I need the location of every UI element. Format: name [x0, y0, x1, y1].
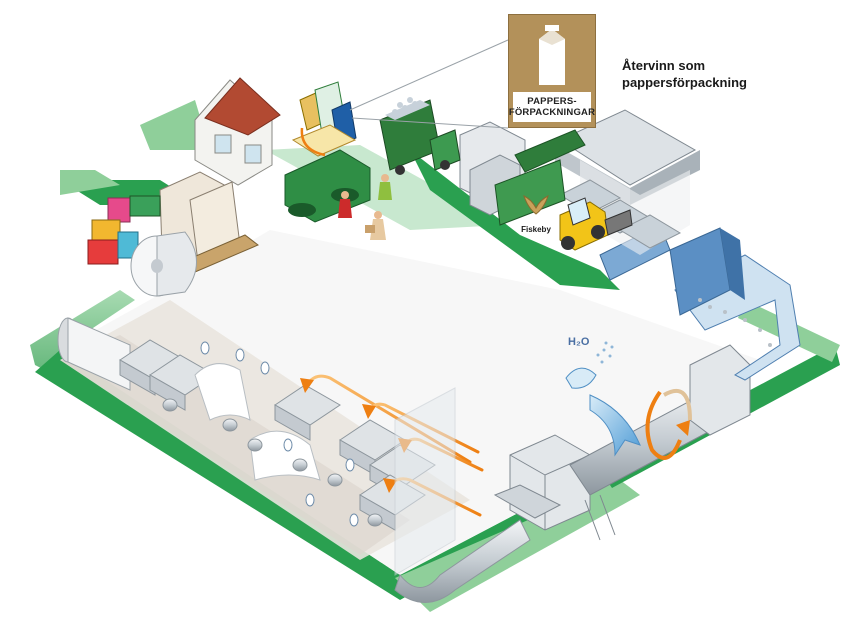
caption-line-2: pappersförpackning	[622, 75, 747, 90]
factory-floor	[60, 230, 760, 575]
callout-line-2	[351, 117, 509, 129]
water-drop-icon	[565, 341, 641, 457]
carton-icon	[539, 25, 565, 85]
recycle-caption: Återvinn som pappersförpackning	[622, 57, 772, 91]
fiskeby-badge: Fiskeby	[519, 194, 553, 234]
wings-logo-icon	[523, 195, 549, 215]
stock-pipe	[394, 519, 531, 603]
rotation-arrow-icon	[645, 388, 692, 460]
paper-roll-icon	[130, 231, 197, 297]
people	[338, 174, 392, 240]
pulper-drum	[493, 344, 751, 541]
container	[494, 159, 566, 226]
caption-line-1: Återvinn som	[622, 58, 706, 73]
recycling-label: PAPPERS- FÖRPACKNINGAR	[508, 14, 596, 128]
label-plate: PAPPERS- FÖRPACKNINGAR	[509, 92, 595, 122]
forklift-icon	[559, 197, 633, 251]
truck-icon	[379, 97, 461, 175]
label-line-2: FÖRPACKNINGAR	[508, 107, 596, 118]
house-icon	[194, 77, 281, 186]
brand-name: Fiskeby	[521, 225, 551, 234]
water-label: H₂O	[568, 336, 590, 348]
packaging-items	[291, 81, 357, 157]
label-line-1: PAPPERS-	[527, 96, 577, 107]
glass-wall	[394, 387, 456, 576]
callout-line	[349, 39, 509, 111]
